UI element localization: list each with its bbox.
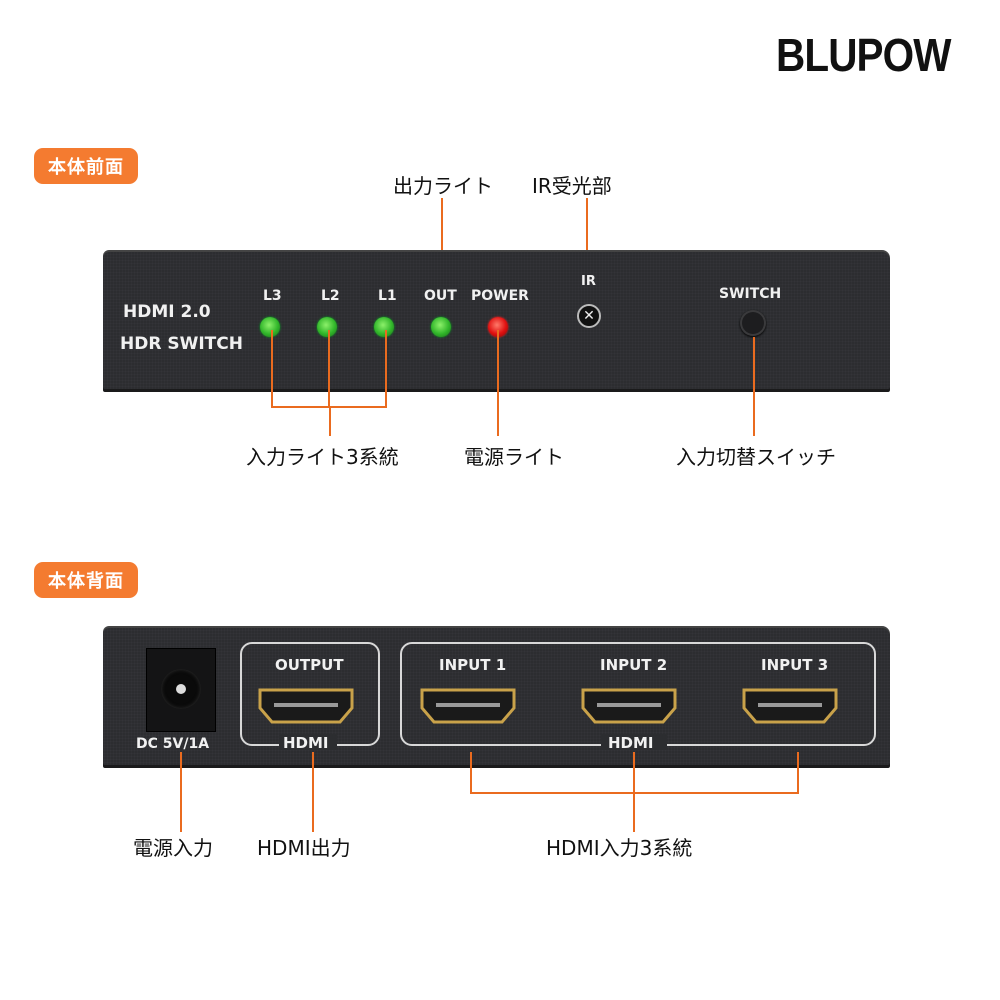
input-switch-button[interactable] (740, 310, 766, 336)
dc-jack-pin-icon (176, 684, 186, 694)
leader-line-l2 (328, 330, 330, 408)
led-label-l3: L3 (263, 288, 282, 304)
back-section-badge: 本体背面 (34, 562, 138, 598)
callout-power-light: 電源ライト (464, 445, 564, 469)
panel-title-model: HDMI 2.0 (123, 302, 211, 322)
brand-logo: BLUPOW (776, 29, 951, 81)
hdmi-input-3-port-icon[interactable] (740, 686, 840, 726)
dc-jack-socket-icon (161, 669, 201, 709)
leader-line-power (497, 330, 499, 436)
leader-line-input-lights (329, 406, 331, 436)
input-2-label: INPUT 2 (600, 656, 668, 674)
leader-line-input-1 (470, 752, 472, 794)
front-panel: HDMI 2.0 HDR SWITCH L3 L2 L1 OUT POWER I… (103, 250, 890, 392)
hdmi-input-2-port-icon[interactable] (579, 686, 679, 726)
dc-jack (146, 648, 216, 732)
dc-label: DC 5V/1A (136, 736, 210, 752)
input-3-label: INPUT 3 (761, 656, 829, 674)
back-panel: DC 5V/1A HDMI OUTPUT HDMI INPUT 1 INPUT … (103, 626, 890, 768)
frame-gap (279, 734, 337, 750)
led-label-out: OUT (424, 288, 457, 304)
led-label-l1: L1 (378, 288, 397, 304)
leader-line-switch (753, 337, 755, 436)
panel-title-type: HDR SWITCH (120, 334, 243, 354)
frame-gap (601, 734, 667, 750)
callout-hdmi-output: HDMI出力 (257, 836, 351, 860)
input-1-label: INPUT 1 (439, 656, 507, 674)
led-power-indicator (488, 317, 508, 337)
leader-line-ir (586, 198, 588, 250)
leader-line-l1 (385, 330, 387, 408)
callout-input-lights: 入力ライト3系統 (246, 445, 399, 469)
callout-power-input: 電源入力 (133, 836, 213, 860)
leader-line-dc (180, 752, 182, 832)
leader-line-input-3 (797, 752, 799, 794)
callout-input-switch: 入力切替スイッチ (676, 445, 836, 469)
output-group-label: HDMI (283, 734, 329, 752)
led-out-indicator (431, 317, 451, 337)
callout-output-light: 出力ライト (393, 174, 493, 198)
leader-line-hdmi-out (312, 752, 314, 832)
callout-ir-receiver: IR受光部 (532, 174, 612, 198)
switch-label: SWITCH (719, 286, 782, 302)
led-label-power: POWER (471, 288, 529, 304)
leader-line-l3 (271, 330, 273, 408)
led-l3-indicator (260, 317, 280, 337)
ir-label: IR (581, 274, 596, 289)
hdmi-input-1-port-icon[interactable] (418, 686, 518, 726)
leader-line-output (441, 198, 443, 250)
callout-hdmi-inputs: HDMI入力3系統 (546, 836, 693, 860)
input-group-label: HDMI (608, 734, 654, 752)
leader-line-input-2 (633, 752, 635, 832)
hdmi-output-port-icon[interactable] (256, 686, 356, 726)
led-label-l2: L2 (321, 288, 340, 304)
led-l1-indicator (374, 317, 394, 337)
front-section-badge: 本体前面 (34, 148, 138, 184)
led-l2-indicator (317, 317, 337, 337)
ir-sensor-icon: ✕ (577, 304, 601, 328)
output-label: OUTPUT (275, 656, 344, 674)
